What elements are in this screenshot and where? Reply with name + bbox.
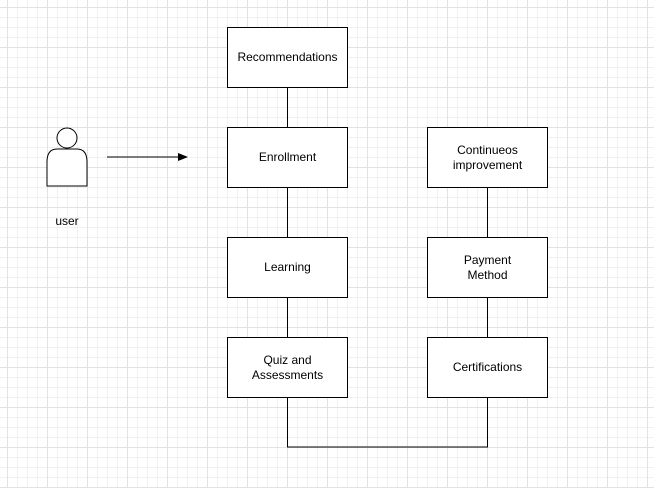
node-quiz-assessments[interactable]: Quiz and Assessments [227,337,348,398]
node-enrollment[interactable]: Enrollment [227,127,348,188]
node-payment-method-label: Payment Method [463,252,512,282]
node-certifications-label: Certifications [452,360,523,374]
node-learning[interactable]: Learning [227,237,348,298]
node-continuous-improvement-label: Continueos improvement [452,142,523,172]
node-recommendations[interactable]: Recommendations [227,27,348,88]
connector-quiz-certifications [287,397,488,448]
node-payment-method[interactable]: Payment Method [427,237,548,298]
user-label: user [55,214,79,228]
node-continuous-improvement[interactable]: Continueos improvement [427,127,548,188]
user-icon [46,127,88,187]
node-learning-label: Learning [264,260,311,274]
node-enrollment-label: Enrollment [258,150,317,164]
node-certifications[interactable]: Certifications [427,337,548,398]
node-recommendations-label: Recommendations [237,50,338,64]
node-quiz-assessments-label: Quiz and Assessments [251,352,324,382]
